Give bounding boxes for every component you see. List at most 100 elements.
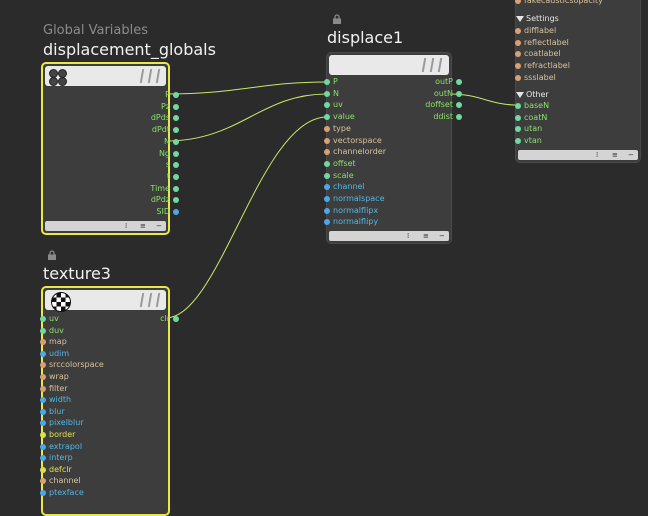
input-port-ptexface[interactable]: ptexface [40,488,149,498]
port-connector[interactable] [173,127,179,134]
node-collapse-button[interactable]: − [439,232,445,240]
port-connector[interactable] [40,455,46,462]
input-port-ssslabel[interactable]: ssslabel [515,73,634,83]
port-connector[interactable] [173,115,179,122]
port-connector[interactable] [515,39,521,46]
port-connector[interactable] [40,327,46,334]
input-port-udim[interactable]: udim [40,349,149,359]
port-connector[interactable] [40,420,46,427]
node-menu-button[interactable]: ⁞ [596,151,599,159]
port-connector[interactable] [173,209,179,215]
port-connector[interactable] [324,149,330,156]
input-port-width[interactable]: width [40,395,149,405]
texture-title[interactable]: texture3 [43,264,111,283]
input-port-duv[interactable]: duv [40,326,149,336]
node-collapse-button[interactable]: − [156,222,162,230]
port-connector[interactable] [173,185,179,192]
node-options-button[interactable]: ≡ [140,222,146,230]
port-connector[interactable] [173,173,179,180]
output-port-dpds[interactable]: dPds [53,113,179,123]
output-port-ng[interactable]: Ng [53,149,179,159]
input-port-refractlabel[interactable]: refractlabel [515,61,634,71]
port-connector[interactable] [40,408,46,415]
port-connector[interactable] [515,63,521,70]
port-connector[interactable] [324,184,330,191]
output-port-doffset[interactable]: doffset [367,100,462,110]
node-options-button[interactable]: ≡ [423,232,429,240]
output-port-s[interactable]: s [53,160,179,170]
port-connector[interactable] [324,196,330,202]
input-port-uv[interactable]: uv [40,314,149,324]
port-connector[interactable] [40,374,46,380]
port-connector[interactable] [456,114,462,121]
node-menu-button[interactable]: ⁞ [125,222,128,230]
collapse-triangle-icon[interactable] [516,16,524,22]
input-port-n[interactable]: N [324,89,423,99]
input-port-interp[interactable]: interp [40,453,149,463]
port-connector[interactable] [40,316,46,322]
port-connector[interactable] [40,350,46,357]
output-port-clr[interactable]: clr [83,314,179,324]
port-connector[interactable] [324,137,330,144]
port-connector[interactable] [173,197,179,204]
input-port-coatlabel[interactable]: coatlabel [515,49,634,59]
output-port-time[interactable]: Time [53,184,179,194]
port-connector[interactable] [173,150,179,157]
output-port-n[interactable]: N [53,137,179,147]
port-connector[interactable] [324,160,330,167]
output-port-outn[interactable]: outN [367,89,462,99]
port-connector[interactable] [173,92,179,98]
collapse-triangle-icon[interactable] [516,92,524,98]
input-port-blur[interactable]: blur [40,407,149,417]
input-port-coatn[interactable]: coatN [515,113,634,123]
input-port-scale[interactable]: scale [324,171,423,181]
input-port-wrap[interactable]: wrap [40,372,149,382]
displace-node-header[interactable] [329,55,449,75]
input-port-pixelblur[interactable]: pixelblur [40,418,149,428]
input-port-value[interactable]: value [324,112,423,122]
output-port-dpdz[interactable]: dPdz [53,195,179,205]
port-connector[interactable] [173,162,179,169]
port-connector[interactable] [40,397,46,404]
port-connector[interactable] [515,74,521,81]
port-connector[interactable] [324,102,330,109]
port-connector[interactable] [515,138,521,145]
output-port-sid[interactable]: SID [53,207,179,217]
globals-node-header[interactable] [45,66,166,86]
output-port-p[interactable]: P [53,90,179,100]
port-connector[interactable] [40,339,46,346]
port-connector[interactable] [456,102,462,109]
input-port-normalspace[interactable]: normalspace [324,194,423,204]
input-port-srccolorspace[interactable]: srccolorspace [40,360,149,370]
lock-icon[interactable] [332,14,342,24]
port-connector[interactable] [515,114,521,121]
input-port-defclr[interactable]: defclr [40,465,149,475]
port-connector[interactable] [515,0,521,4]
port-connector[interactable] [515,103,521,109]
node-collapse-button[interactable]: − [628,151,634,159]
port-connector[interactable] [324,90,330,97]
port-connector[interactable] [40,432,46,438]
port-connector[interactable] [456,90,462,97]
input-port-p[interactable]: P [324,77,423,87]
port-connector[interactable] [40,385,46,392]
input-port-basen[interactable]: baseN [515,101,634,111]
output-port-outp[interactable]: outP [367,77,462,87]
displace-title[interactable]: displace1 [327,28,404,47]
input-port-uv[interactable]: uv [324,100,423,110]
input-port-map[interactable]: map [40,337,149,347]
input-port-offset[interactable]: offset [324,159,423,169]
port-connector[interactable] [40,490,46,496]
input-port-vectorspace[interactable]: vectorspace [324,136,423,146]
input-port-vtan[interactable]: vtan [515,136,634,146]
port-connector[interactable] [173,103,179,110]
port-connector[interactable] [173,316,179,322]
lock-icon[interactable] [47,250,57,260]
port-connector[interactable] [173,138,179,145]
input-port-fakecausticsopacity[interactable]: fakecausticsopacity [515,0,634,6]
port-connector[interactable] [324,219,330,226]
node-menu-button[interactable]: ⁞ [407,232,410,240]
output-port-pz[interactable]: Pz [53,102,179,112]
